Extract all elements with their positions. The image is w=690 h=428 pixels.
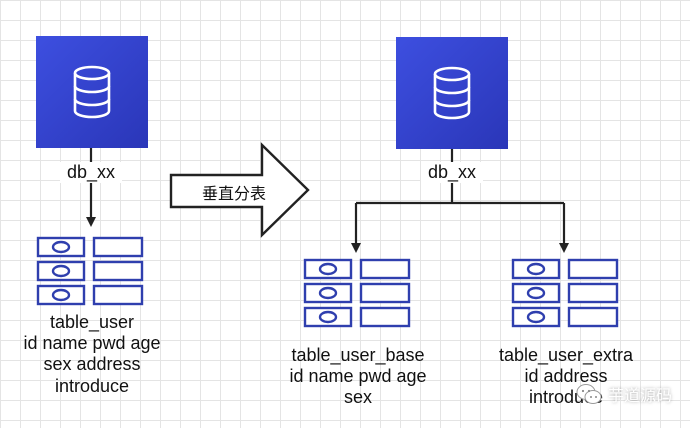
source-database-icon (36, 36, 148, 148)
table-value-cell (567, 282, 619, 304)
table-key-dot (51, 288, 71, 302)
vertical-split-label: 垂直分表 (202, 184, 267, 203)
target-connector-tree (351, 148, 569, 253)
target-table-icon-base (303, 258, 411, 328)
database-cylinder-icon (433, 66, 471, 120)
base-table-name: table_user_base (291, 345, 425, 365)
source-table-fields-line3: introduce (54, 375, 130, 396)
source-table-fields-line2: sex address (43, 354, 141, 375)
table-value-cell (359, 282, 411, 304)
table-value-cell (92, 260, 144, 282)
extra-table-fields-line1: id address (524, 366, 608, 387)
table-value-cell (92, 236, 144, 258)
source-table-label: table_user id name pwd age sex address i… (0, 312, 184, 397)
source-table-name: table_user (49, 312, 135, 332)
watermark-text: 芋道源码 (607, 386, 672, 405)
table-key-dot (526, 262, 546, 276)
database-cylinder-icon (73, 65, 111, 119)
source-db-label: db_xx (60, 162, 122, 184)
table-value-cell (567, 306, 619, 328)
table-key-dot (51, 264, 71, 278)
base-table-fields-line2: sex (343, 387, 372, 408)
extra-table-name: table_user_extra (498, 345, 634, 365)
table-key-dot (526, 310, 546, 324)
table-value-cell (567, 258, 619, 280)
table-key-dot (318, 310, 338, 324)
target-table-base-label: table_user_base id name pwd age sex (266, 345, 450, 409)
table-key-dot (526, 286, 546, 300)
source-table-icon (36, 236, 144, 306)
watermark: 芋道源码 (576, 382, 672, 406)
target-table-icon-extra (511, 258, 619, 328)
table-key-dot (51, 240, 71, 254)
table-value-cell (359, 306, 411, 328)
target-db-label: db_xx (421, 162, 483, 184)
wechat-icon (576, 383, 602, 405)
table-value-cell (92, 284, 144, 306)
target-database-icon (396, 37, 508, 149)
base-table-fields-line1: id name pwd age (289, 366, 427, 387)
table-key-dot (318, 286, 338, 300)
table-key-dot (318, 262, 338, 276)
source-table-fields-line1: id name pwd age (23, 333, 161, 354)
vertical-split-arrow (169, 142, 310, 238)
table-value-cell (359, 258, 411, 280)
